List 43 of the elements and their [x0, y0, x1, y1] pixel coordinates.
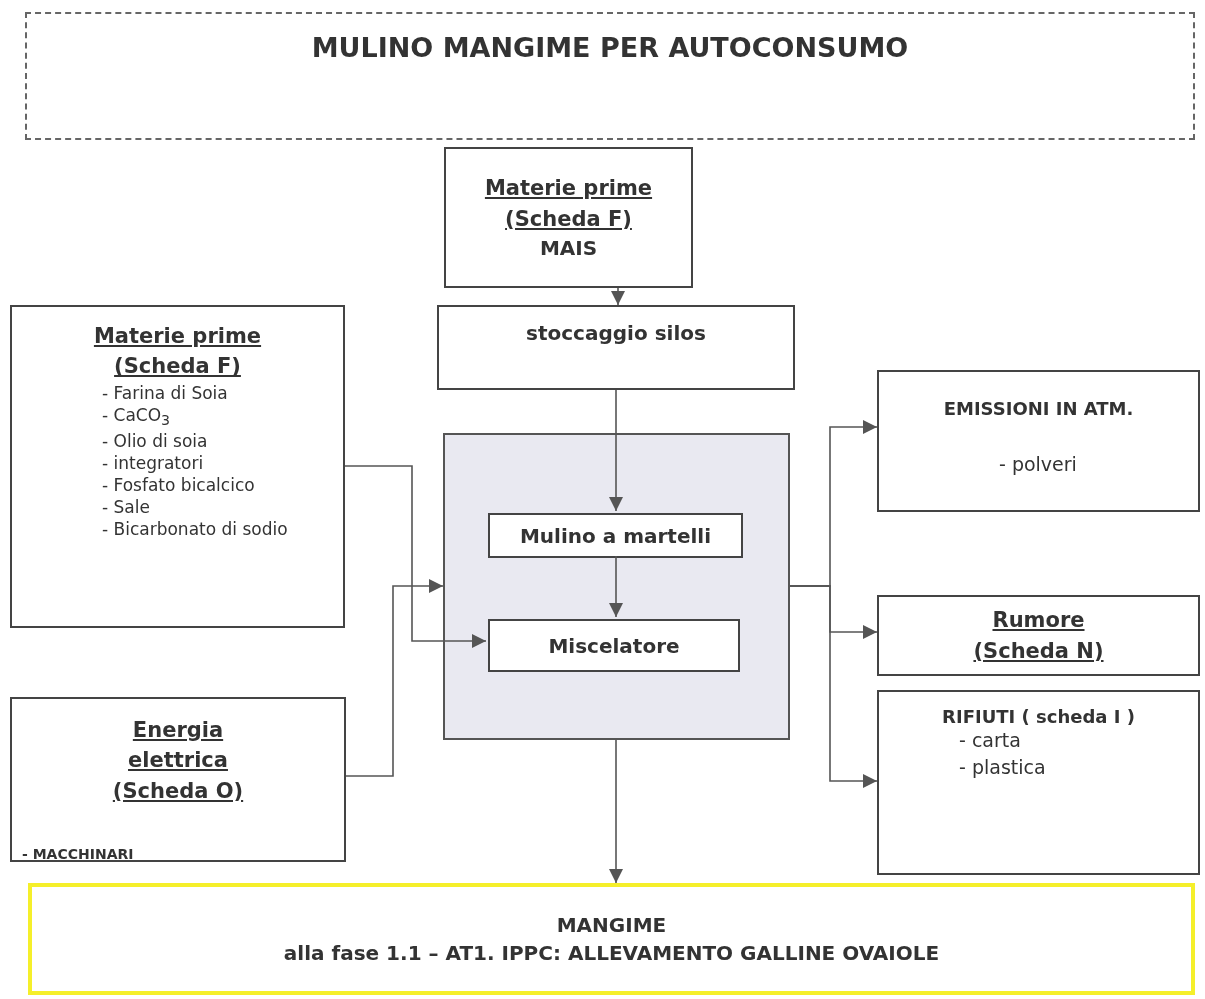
output-box: [877, 370, 1200, 512]
arrow: [345, 579, 444, 777]
node-heading: MULINO MANGIME PER AUTOCONSUMO: [310, 32, 910, 63]
output-box: [877, 595, 1200, 676]
node-heading: EMISSIONI IN ATM.: [942, 398, 1135, 419]
process-box: [488, 513, 743, 558]
input-box: [10, 697, 346, 862]
process-box: [488, 619, 740, 672]
title-box: [25, 12, 1195, 140]
node-text: - carta: [958, 728, 1022, 753]
process-area-box: [443, 433, 790, 740]
arrow: [344, 465, 487, 648]
output-product-box: [28, 883, 1195, 995]
node-heading: Mulino a martelli: [518, 522, 713, 550]
node-text: - integratori: [101, 451, 205, 474]
input-box: [444, 147, 693, 288]
node-text: - polveri: [998, 453, 1078, 475]
node-heading: stoccaggio silos: [525, 320, 707, 347]
node-heading: Materie prime (Scheda F): [483, 175, 654, 233]
node-heading: Energia elettrica (Scheda O): [111, 717, 245, 805]
node-text: - Fosfato bicalcico: [101, 473, 256, 497]
arrow: [611, 287, 625, 306]
node-heading: RIFIUTI ( scheda I ): [941, 706, 1136, 727]
arrow: [609, 389, 623, 512]
arrow: [609, 555, 623, 618]
process-box: [437, 305, 795, 390]
node-text: - plastica: [958, 754, 1047, 780]
arrow: [789, 585, 878, 788]
node-heading: Rumore (Scheda N): [972, 607, 1105, 665]
node-text: - MACCHINARI: [22, 846, 135, 863]
node-text: - Sale: [101, 496, 151, 519]
node-heading: MANGIME: [555, 912, 668, 939]
node-text: alla fase 1.1 – AT1. IPPC: ALLEVAMENTO GALLINE OVAIOLE: [282, 940, 941, 967]
node-heading: Miscelatore: [547, 632, 681, 660]
node-text: MAIS: [538, 234, 599, 262]
node-text: - CaCO$_{3}$: [101, 403, 172, 430]
input-box: [10, 305, 345, 628]
node-text: - Bicarbonato di sodio: [101, 518, 289, 541]
node-heading: Materie prime (Scheda F): [92, 323, 263, 381]
arrow: [609, 739, 623, 884]
node-text: - Olio di soia: [101, 429, 209, 452]
output-box: [877, 690, 1200, 875]
node-text: - Farina di Soia: [101, 381, 229, 404]
